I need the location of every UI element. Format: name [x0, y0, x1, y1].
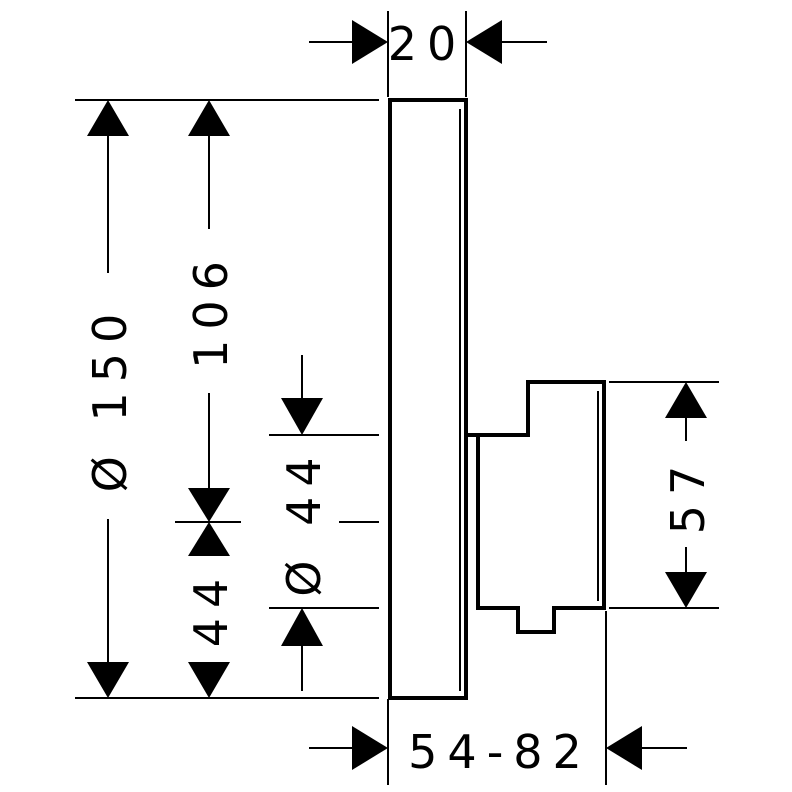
valve-plate — [388, 98, 468, 700]
dimension-label-height-lower: 44 — [184, 569, 238, 648]
dimension-label-outer-diameter: Ø 150 — [83, 304, 137, 493]
dimension-inner-diameter: Ø 44 — [277, 355, 331, 691]
arrow-up-icon — [87, 100, 129, 136]
dimension-height-upper: 106 — [184, 100, 238, 522]
extension-lines — [75, 11, 719, 785]
dimension-label-height-upper: 106 — [184, 251, 238, 369]
arrow-down-icon — [87, 662, 129, 698]
dimension-right-height: 57 — [661, 382, 715, 608]
arrow-up-icon — [281, 608, 323, 646]
dimension-label-top-width: 20 — [388, 17, 467, 71]
arrow-left-icon — [606, 726, 642, 770]
dimension-label-inner-diameter: Ø 44 — [277, 447, 331, 596]
dimension-label-bottom-width: 54-82 — [408, 725, 592, 779]
arrow-down-icon — [665, 572, 707, 608]
arrow-right-icon — [352, 20, 388, 64]
arrow-left-icon — [466, 20, 502, 64]
arrow-down-icon — [281, 398, 323, 435]
arrow-up-icon — [665, 382, 707, 418]
arrow-up-icon — [188, 522, 230, 556]
valve-body — [466, 380, 606, 634]
arrow-up-icon — [188, 100, 230, 136]
arrow-right-icon — [352, 726, 388, 770]
arrow-down-icon — [188, 662, 230, 698]
dimension-height-lower: 44 — [184, 522, 238, 698]
arrow-down-icon — [188, 488, 230, 522]
dimension-bottom-width: 54-82 — [309, 725, 687, 779]
dimension-outer-diameter: Ø 150 — [83, 100, 137, 698]
dimension-label-right-height: 57 — [661, 456, 715, 535]
dimension-top-width: 20 — [309, 17, 547, 71]
